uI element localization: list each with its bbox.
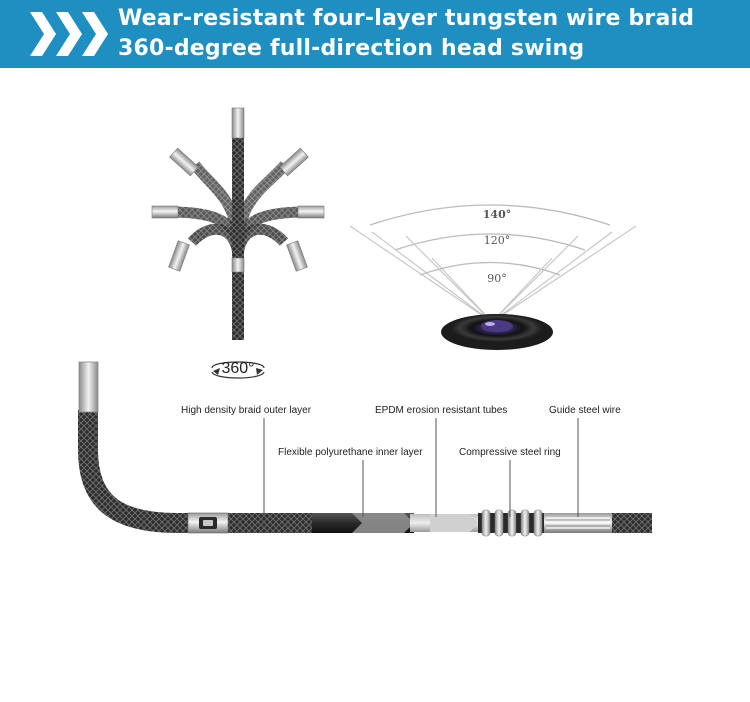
label-pu-inner: Flexible polyurethane inner layer [278, 447, 423, 458]
cable-end-braid [612, 513, 652, 533]
label-guide-wire: Guide steel wire [549, 405, 621, 416]
view-angle-diagram: 140° 120° 90° [349, 204, 637, 350]
braided-bend-section [78, 410, 312, 533]
label-braid-outer: High density braid outer layer [181, 405, 312, 416]
angle-120-label: 120° [484, 234, 511, 247]
camera-lens-icon [441, 314, 553, 350]
headline-braid: Wear-resistant four-layer tungsten wire … [118, 6, 695, 31]
label-epdm: EPDM erosion resistant tubes [375, 405, 507, 416]
rotation-label: 360° [221, 360, 254, 377]
angle-90-label: 90° [487, 272, 507, 285]
headline-swing: 360-degree full-direction head swing [118, 36, 585, 61]
chevrons-icon [30, 12, 108, 56]
cable-diagram: High density braid outer layer Flexible … [78, 361, 652, 537]
angle-140-label: 140° [483, 208, 511, 221]
camera-tip [78, 361, 99, 413]
label-steel-ring: Compressive steel ring [459, 447, 561, 458]
product-illustration: 360° 140° 120° 90° [78, 107, 652, 537]
rotation-360-icon: 360° [211, 360, 265, 379]
swing-diagram: 360° [151, 107, 325, 379]
header-banner: Wear-resistant four-layer tungsten wire … [0, 0, 750, 68]
